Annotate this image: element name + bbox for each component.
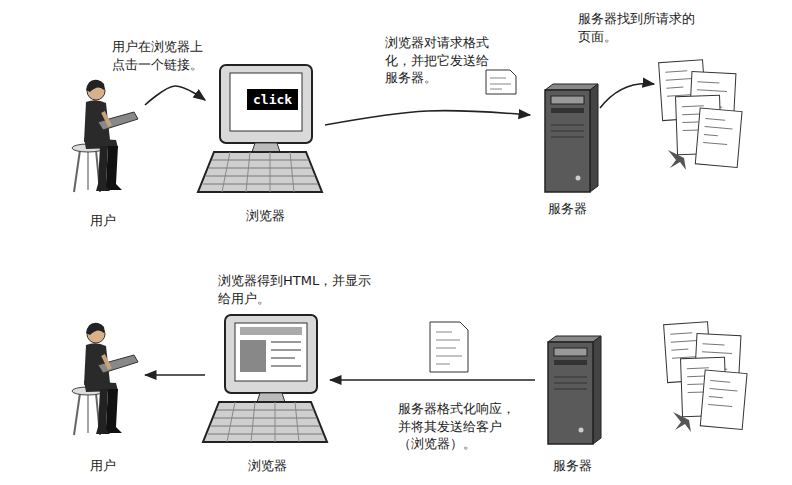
screen-text: click [247,89,298,110]
user-figure [72,323,138,435]
step-note: 用户在浏览器上点击一个链接。 [112,38,208,73]
step-note: 浏览器对请求格式化，并把它发送给服务器。 [385,34,495,87]
browser-figure [203,315,327,442]
request-document [486,70,516,94]
node-label: 用户 [90,458,116,475]
server-node: 服务器 [535,334,610,475]
server-figure [545,84,598,192]
node-label: 浏览器 [248,458,287,475]
page-stack [664,322,747,432]
page-stack [659,60,742,170]
response-document [430,322,468,372]
node-label: 用户 [90,213,116,230]
flow-arrow [145,86,205,105]
browser-figure [198,65,322,192]
flow-arrow [330,379,535,381]
web-page-on-screen [240,327,302,372]
server-node: 服务器 [530,80,605,218]
node-label: 服务器 [553,458,592,475]
browser-node: click 浏览器 [205,60,325,225]
node-label: 浏览器 [246,208,285,225]
user-node: 用户 [60,75,145,230]
flow-arrow [325,111,530,125]
browser-node: 浏览器 [205,305,330,475]
user-figure [72,80,138,192]
step-note: 服务器格式化响应，并将其发送给客户（浏览器）。 [398,400,520,453]
server-figure [548,336,601,444]
lookup-arrow [600,84,654,109]
flow-arrow [145,374,205,376]
node-label: 服务器 [548,201,587,218]
step-note: 服务器找到所请求的页面。 [578,10,700,45]
user-node: 用户 [60,318,145,475]
step-note: 浏览器得到HTML，并显示给用户。 [218,272,378,307]
